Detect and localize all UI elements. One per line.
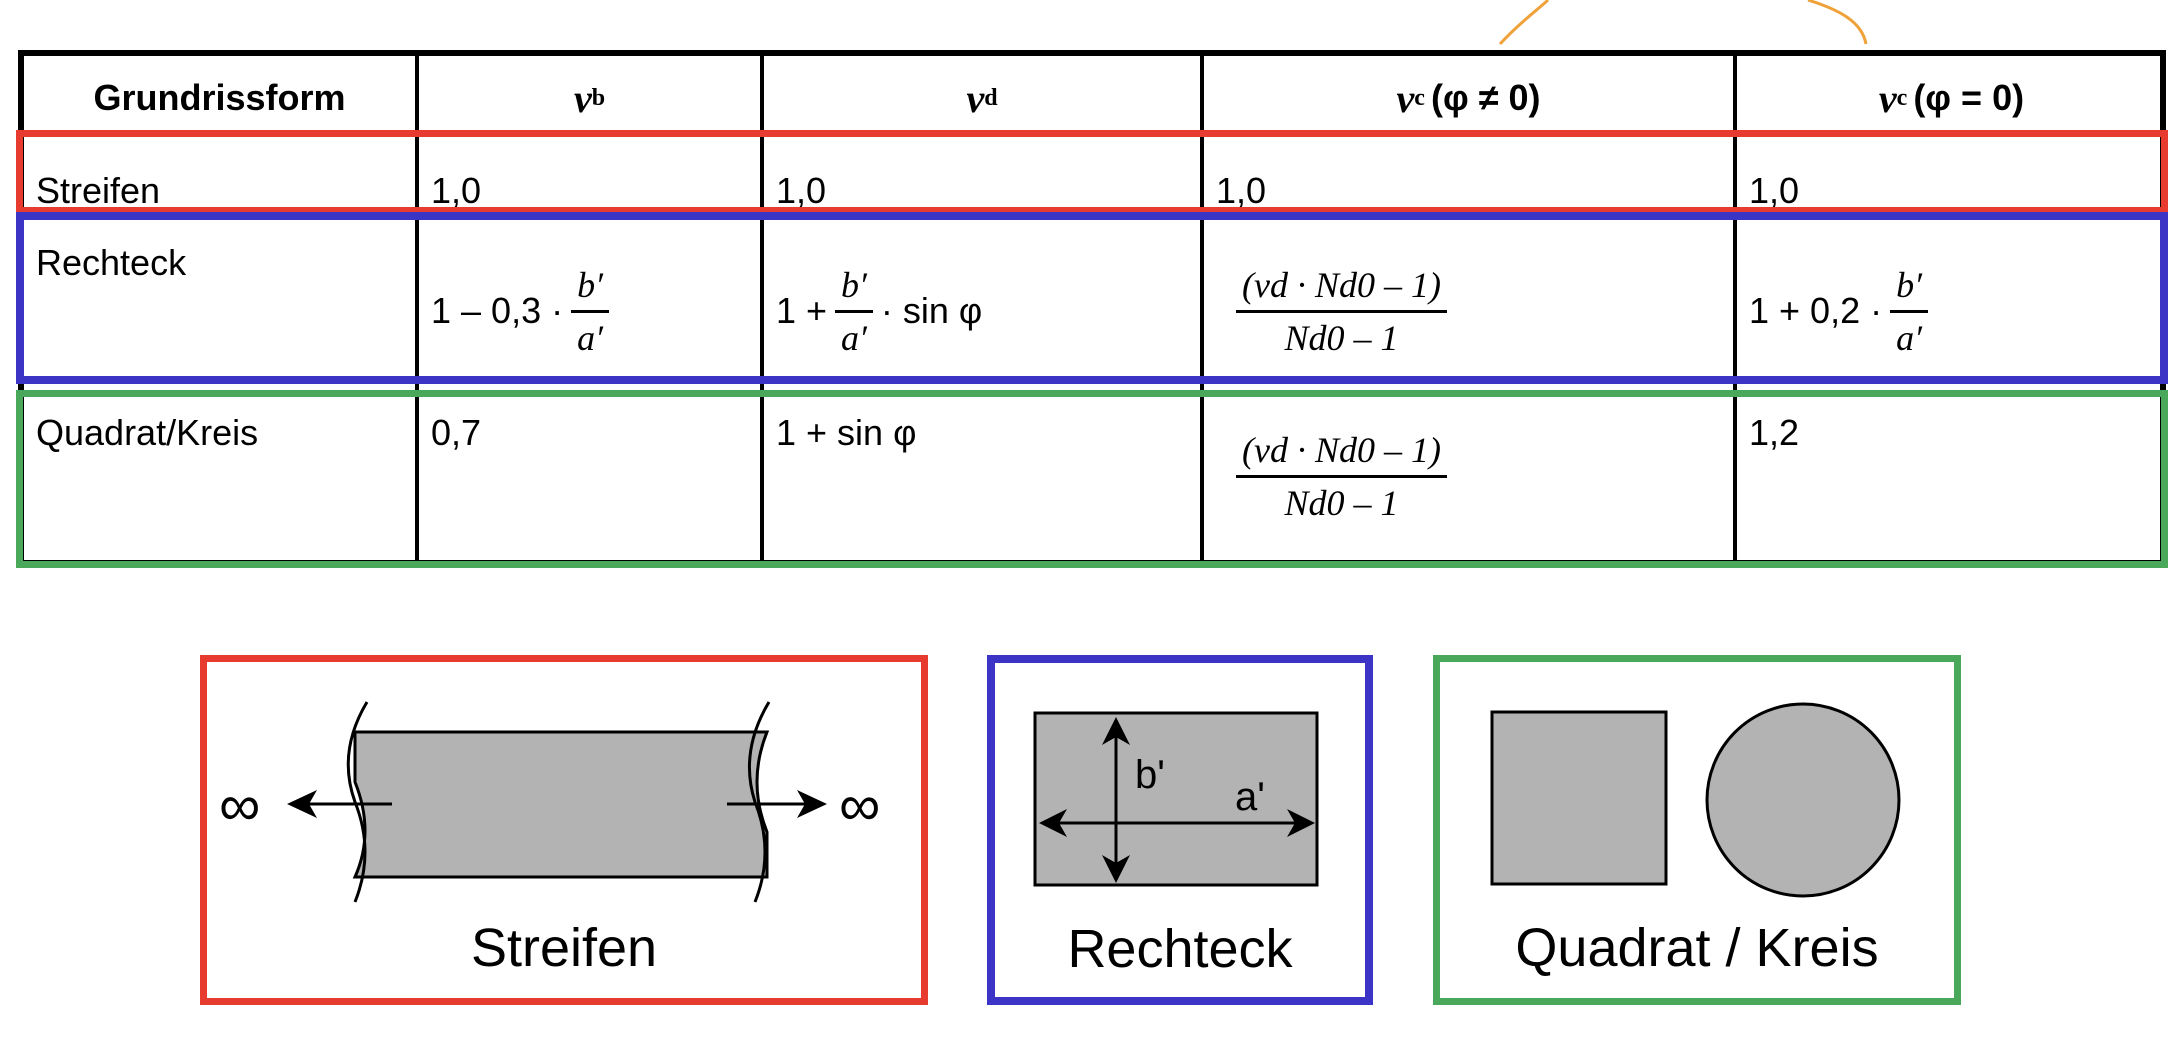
row-quadrat-vc-neq: (νd · Nd0 – 1)Nd0 – 1: [1204, 406, 1733, 556]
quadrat-kreis-label: Quadrat / Kreis: [1515, 918, 1879, 978]
streifen-label: Streifen: [470, 918, 658, 978]
row-quadrat-vc-eq: 1,2: [1749, 412, 1800, 453]
row-quadrat-vb: 0,7: [431, 412, 482, 453]
circle-shape: [1705, 702, 1901, 898]
row-streifen-vd: 1,0: [776, 170, 827, 211]
row-highlight-streifen: [16, 130, 2168, 214]
dimension-a: a': [1235, 775, 1265, 819]
figure-streifen: ∞ ∞ Streifen: [200, 655, 928, 1005]
row-rechteck-vc-eq: 1 + 0,2 · b′a′: [1737, 236, 2166, 386]
strip-drawing: [287, 701, 827, 903]
column-divider: [760, 56, 764, 560]
infinity-right: ∞: [839, 773, 881, 838]
row-streifen-vc-neq: 1,0: [1216, 170, 1267, 211]
row-streifen-vb: 1,0: [431, 170, 482, 211]
rectangle-drawing: [1033, 711, 1319, 887]
row-streifen-vc-eq: 1,0: [1749, 170, 1800, 211]
square-shape: [1490, 710, 1668, 886]
figure-rechteck: b' a' Rechteck: [987, 655, 1373, 1005]
rechteck-label: Rechteck: [1067, 919, 1293, 979]
square-circle-drawing: [1490, 702, 1901, 898]
row-highlight-quadrat: [16, 390, 2168, 568]
column-divider: [1733, 56, 1737, 560]
column-divider: [415, 56, 419, 560]
row-rechteck-vd: 1 + b′a′ · sin φ: [776, 264, 983, 358]
row-rechteck-name: Rechteck: [36, 242, 187, 283]
figure-quadrat-kreis: Quadrat / Kreis: [1433, 655, 1961, 1005]
dimension-b: b': [1135, 753, 1165, 797]
row-rechteck-vc-neq: (νd · Nd0 – 1)Nd0 – 1: [1204, 236, 1733, 386]
row-streifen-name: Streifen: [36, 170, 161, 211]
row-quadrat-name: Quadrat/Kreis: [36, 412, 259, 453]
column-divider: [1200, 56, 1204, 560]
infinity-left: ∞: [219, 773, 261, 838]
row-quadrat-vd: 1 + sin φ: [776, 412, 917, 453]
row-highlight-rechteck: [16, 212, 2168, 384]
header-grundrissform: Grundrissform: [93, 77, 346, 118]
row-rechteck-vb: 1 – 0,3 · b′a′: [419, 236, 760, 386]
